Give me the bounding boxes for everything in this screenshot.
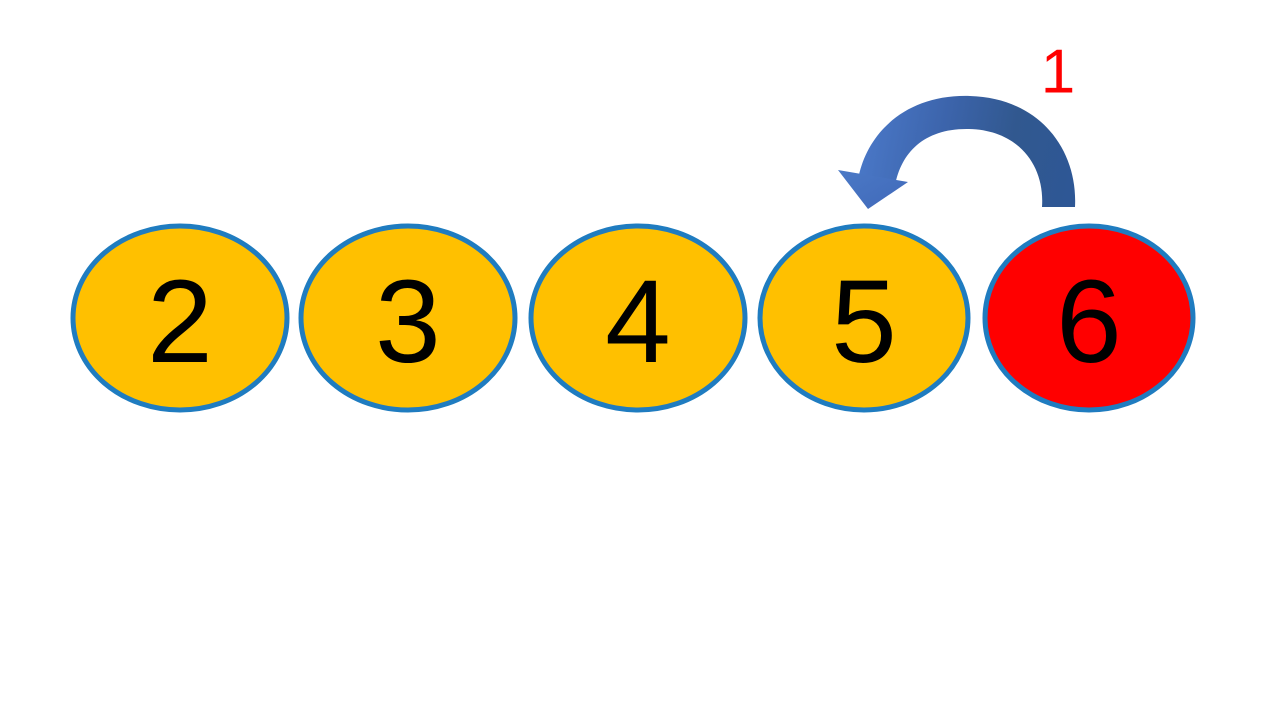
node-4-label: 4 [605,256,671,388]
node-5[interactable]: 5 [757,223,971,413]
node-2-label: 2 [147,256,213,388]
arrow-head-icon [838,170,908,209]
node-2[interactable]: 2 [70,223,290,413]
step-annotation-1: 1 [1041,38,1075,107]
node-6[interactable]: 6 [982,223,1196,413]
arrow-6-to-5 [838,95,1076,209]
node-6-label: 6 [1056,256,1122,388]
node-6-shape[interactable] [982,223,1196,413]
node-4-shape[interactable] [528,223,748,413]
node-5-label: 5 [831,256,897,388]
node-4[interactable]: 4 [528,223,748,413]
node-3-label: 3 [375,256,441,388]
arrow-arc-body [858,95,1076,207]
node-3-shape[interactable] [298,223,518,413]
node-5-shape[interactable] [757,223,971,413]
node-3[interactable]: 3 [298,223,518,413]
node-2-shape[interactable] [70,223,290,413]
